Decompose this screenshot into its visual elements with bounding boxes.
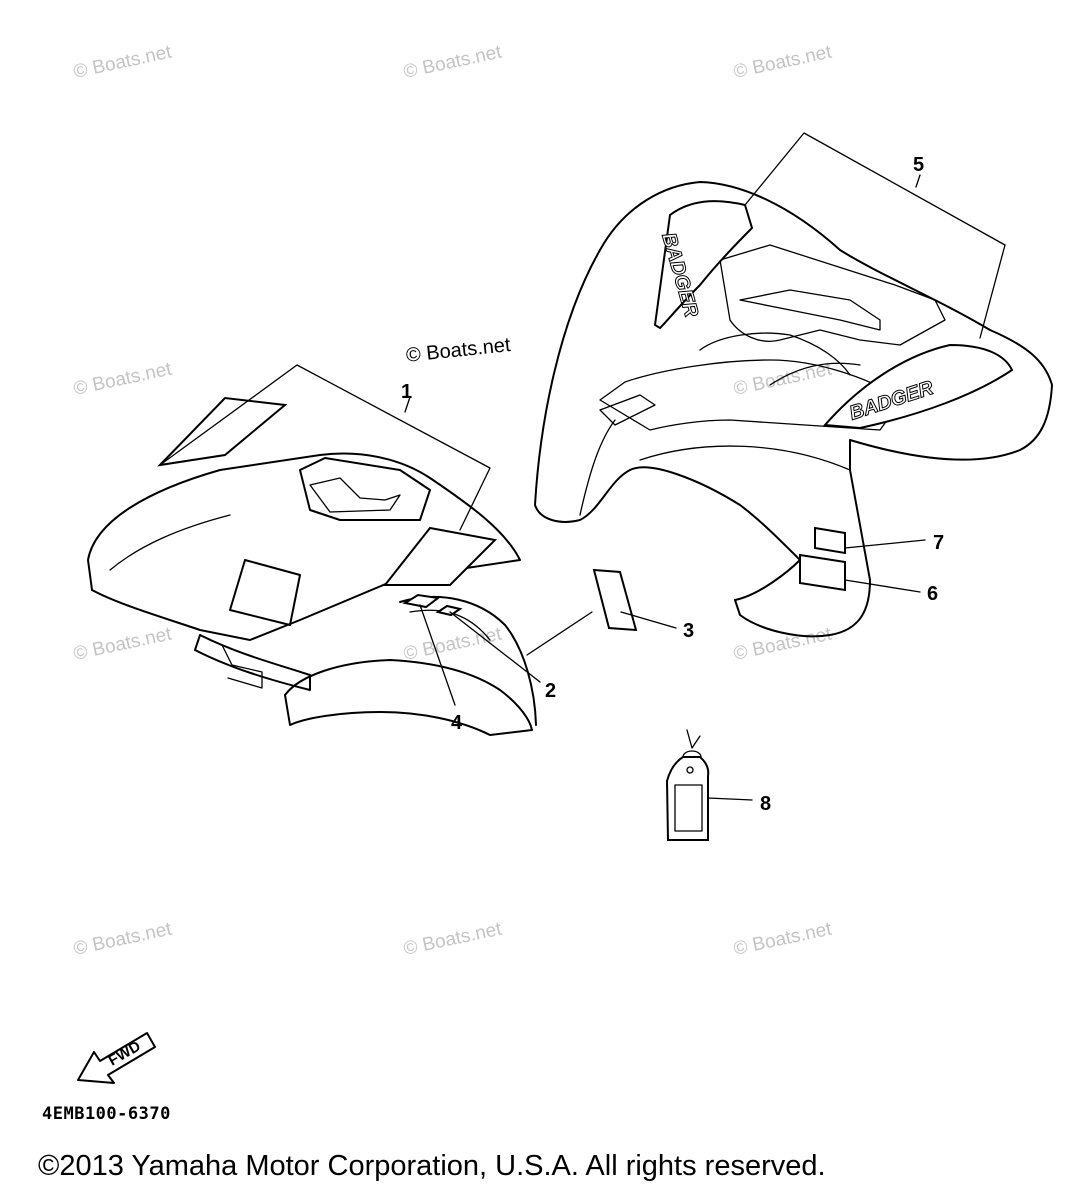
callout-5: 5	[913, 154, 924, 176]
watermark: © Boats.net	[732, 624, 834, 665]
watermark: © Boats.net	[72, 359, 174, 400]
callout-2: 2	[545, 680, 556, 702]
leader-4	[419, 604, 456, 706]
leader-3b	[526, 611, 593, 656]
decal-4-piece	[402, 593, 441, 609]
copyright-notice: ©2013 Yamaha Motor Corporation, U.S.A. A…	[38, 1150, 826, 1182]
leader-8	[707, 797, 753, 801]
decal-1-panel-left	[157, 396, 288, 467]
callout-numbers: 1 2 3 4 5 6 7 8	[401, 154, 944, 815]
leader-1-tick	[404, 396, 411, 413]
leader-1	[159, 364, 491, 531]
watermark: © Boats.net	[72, 919, 174, 960]
watermark: © Boats.net	[402, 919, 504, 960]
leader-7	[844, 539, 926, 549]
decal-5-left	[653, 200, 754, 330]
rear-fender: BADGER BADGER	[534, 181, 1053, 638]
decal-3	[592, 568, 638, 632]
watermark: © Boats.net	[72, 624, 174, 665]
part-code: 4EMB100-6370	[42, 1104, 171, 1124]
callout-3: 3	[683, 620, 694, 642]
watermark-grid: © Boats.net © Boats.net © Boats.net © Bo…	[72, 42, 834, 960]
watermark: © Boats.net	[732, 919, 834, 960]
callout-6: 6	[927, 583, 938, 605]
watermark: © Boats.net	[402, 42, 504, 83]
leader-2	[449, 611, 541, 683]
callout-8: 8	[760, 793, 771, 815]
decal-1-panel-right	[382, 526, 498, 586]
leader-5	[744, 132, 1006, 339]
leader-3	[620, 611, 677, 629]
watermark: © Boats.net	[72, 42, 174, 83]
fwd-arrow-icon: FWD	[77, 1032, 156, 1084]
decal-5-right	[822, 343, 1014, 430]
front-fender	[87, 396, 537, 736]
decal-7	[814, 526, 846, 555]
watermark: © Boats.net	[402, 624, 504, 665]
hang-tag-8	[665, 729, 710, 841]
decal-6	[799, 553, 846, 592]
callout-4: 4	[451, 712, 463, 734]
decal-2-piece	[435, 604, 463, 617]
callout-7: 7	[933, 532, 944, 554]
leader-5-tick	[915, 174, 921, 188]
watermark: © Boats.net	[732, 42, 834, 83]
leader-lines	[159, 132, 1006, 801]
leader-6	[844, 579, 921, 593]
callout-1: 1	[401, 381, 412, 403]
